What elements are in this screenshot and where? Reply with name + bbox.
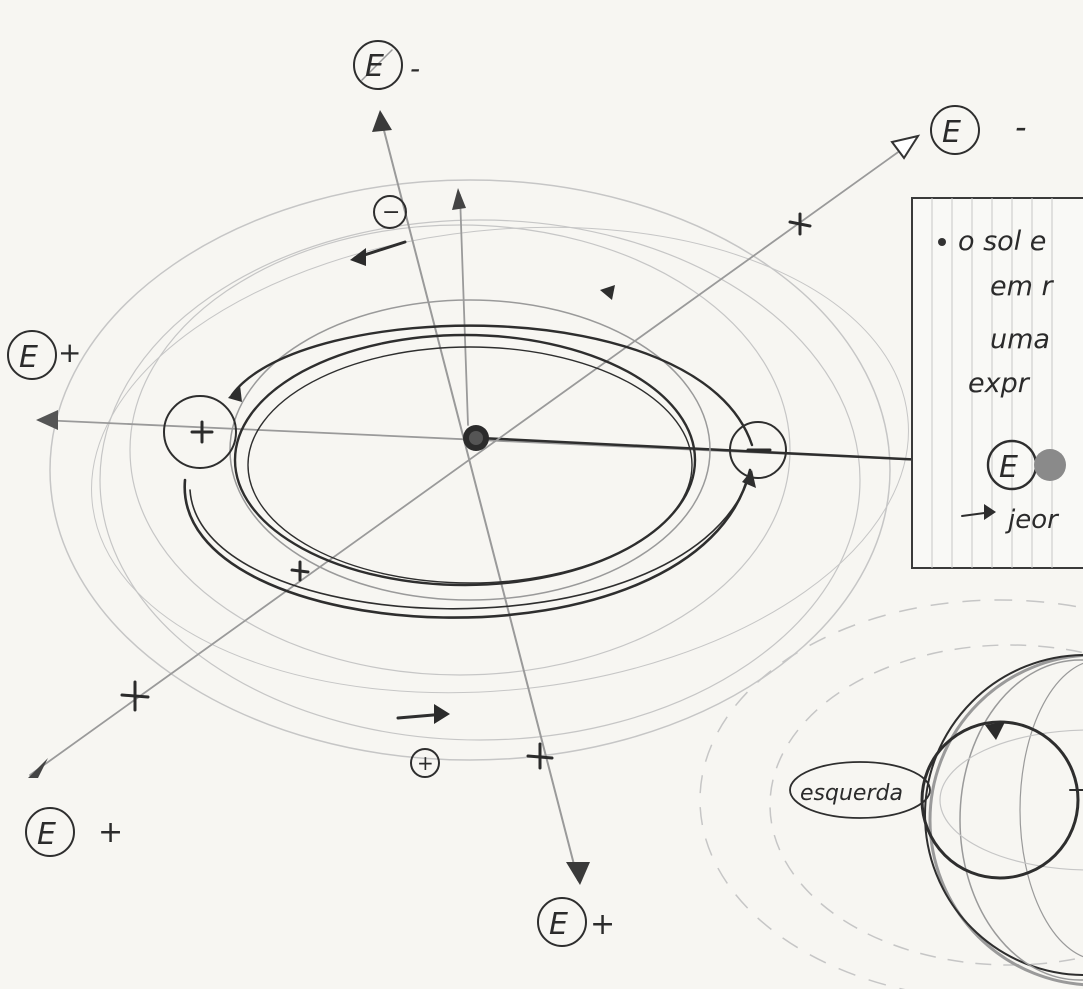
note-earth-symbol: E [999, 450, 1018, 485]
orbit-cross-marks [122, 214, 810, 768]
note-box: o sol e em r uma expr E jeor [912, 198, 1083, 568]
globe-sketch [922, 655, 1083, 985]
minus-circle-label: − [382, 200, 400, 225]
earth-bottom-sign: + [590, 907, 615, 942]
orbit-paths [185, 285, 756, 618]
earth-symbol-top-label: E [365, 49, 384, 84]
earth-symbol-bottom-label: E [549, 907, 568, 942]
earth-symbol-top-right: E - [931, 106, 1027, 154]
note-line-1: o sol e [958, 226, 1046, 257]
earth-symbol-bottom: E + [538, 898, 615, 946]
earth-symbol-left: E + [8, 331, 81, 379]
earth-top-sign: - [410, 52, 420, 85]
arrow-bottom-left-icon [28, 758, 48, 778]
earth-bottom-left-sign: + [98, 815, 123, 850]
esquerda-label: esquerda [800, 781, 903, 806]
arrow-down-icon [566, 862, 590, 885]
arrow-left-icon [36, 410, 58, 430]
note-line-3: uma [990, 324, 1050, 355]
earth-top-right-sign: - [1015, 108, 1027, 146]
note-line-6: jeor [1005, 505, 1060, 535]
earth-left-sign: + [58, 336, 81, 369]
earth-symbol-top: E - [354, 41, 420, 89]
earth-symbol-bottom-left-label: E [37, 817, 56, 852]
earth-symbol-bottom-left: E + [26, 808, 123, 856]
note-line-2: em r [990, 271, 1054, 302]
earth-symbol-left-label: E [19, 340, 38, 375]
arrow-up-icon [372, 110, 392, 132]
note-line-4: expr [968, 368, 1031, 399]
earth-symbol-top-right-label: E [942, 115, 961, 150]
plus-circle-label: + [417, 751, 434, 775]
